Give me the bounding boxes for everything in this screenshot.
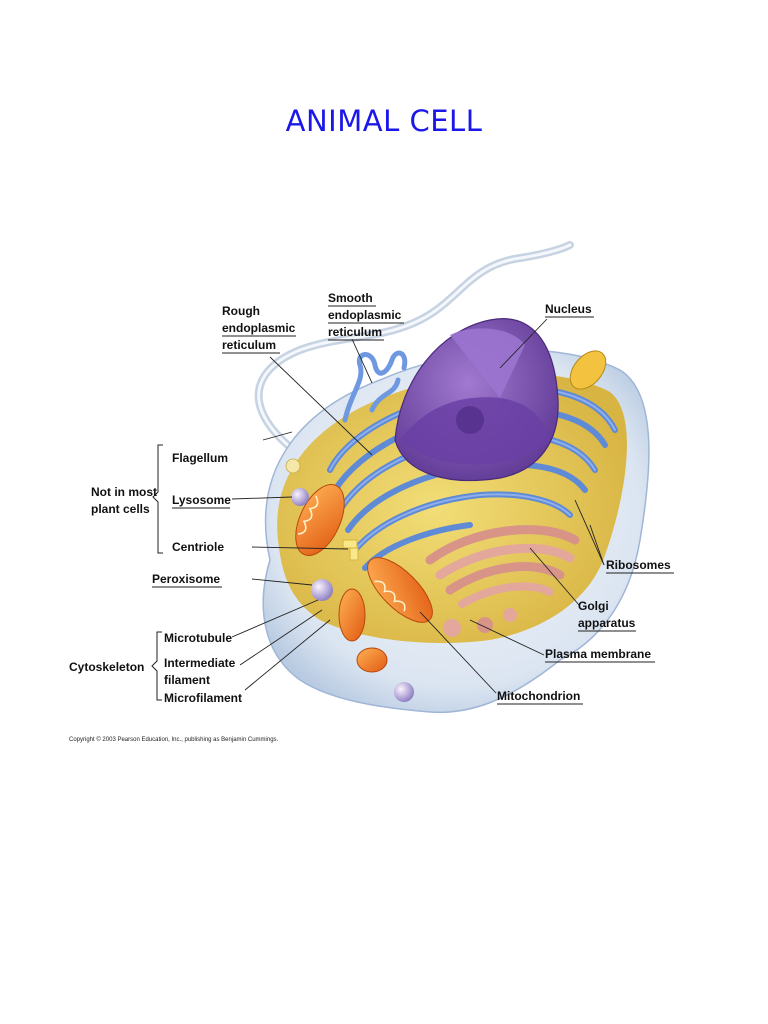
lysosome [291,488,309,506]
label-rough-er: Rough endoplasmic reticulum [222,304,296,354]
label-golgi: Golgi apparatus [578,599,636,632]
svg-text:apparatus: apparatus [578,616,636,630]
label-microtubule: Microtubule [164,631,232,645]
vesicle [394,682,414,702]
svg-text:Golgi: Golgi [578,599,609,613]
nucleus [394,318,559,481]
svg-text:reticulum: reticulum [222,338,276,352]
svg-text:reticulum: reticulum [328,325,382,339]
svg-text:Rough: Rough [222,304,260,318]
svg-text:plant cells: plant cells [91,502,150,516]
label-mitochondrion: Mitochondrion [497,689,580,703]
peroxisome [311,579,333,601]
leader-lines [231,318,605,694]
svg-text:Smooth: Smooth [328,291,373,305]
bracket-not-in-most-plant-cells: Not in most plant cells [91,444,163,554]
label-microfilament: Microfilament [164,691,242,705]
label-lysosome: Lysosome [172,493,231,507]
svg-text:Not in most: Not in most [91,485,157,499]
label-intermediate-filament: Intermediate [164,656,236,670]
label-intermediate-filament-2: filament [164,673,210,687]
label-ribosomes: Ribosomes [606,558,671,572]
label-flagellum: Flagellum [172,451,228,465]
centriole [342,539,359,561]
mitochondria [295,350,607,673]
svg-text:endoplasmic: endoplasmic [328,308,402,322]
smooth-endoplasmic-reticulum [342,350,408,423]
svg-text:Cytoskeleton: Cytoskeleton [69,660,144,674]
label-peroxisome: Peroxisome [152,572,220,586]
svg-text:endoplasmic: endoplasmic [222,321,296,335]
bracket-cytoskeleton: Cytoskeleton [69,631,162,701]
label-centriole: Centriole [172,540,224,554]
label-smooth-er: Smooth endoplasmic reticulum [328,291,404,341]
label-nucleus: Nucleus [545,302,592,316]
page-title: ANIMAL CELL [285,104,483,138]
copyright-notice: Copyright © 2003 Pearson Education, Inc.… [69,736,279,743]
label-plasma-membrane: Plasma membrane [545,647,651,661]
lysosome-small [285,458,301,474]
